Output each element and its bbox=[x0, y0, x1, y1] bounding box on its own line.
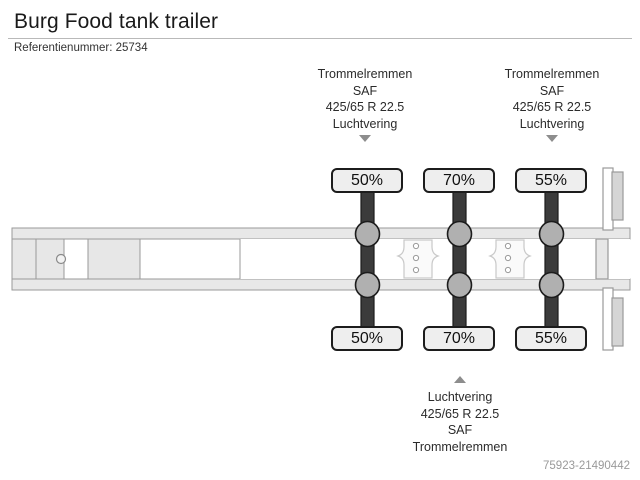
annotation-line: SAF bbox=[539, 83, 565, 98]
axle-load-badge-top-3[interactable]: 55% bbox=[515, 168, 587, 193]
axle-load-badge-bottom-3[interactable]: 55% bbox=[515, 326, 587, 351]
rear-cross-member bbox=[595, 238, 609, 280]
front-support-bracket bbox=[35, 238, 65, 280]
axle-load-badge-top-2[interactable]: 70% bbox=[423, 168, 495, 193]
reference-number: Referentienummer: 25734 bbox=[14, 42, 148, 54]
axle-annotation-bottom-1: Luchtvering 425/65 R 22.5 SAF Trommelrem… bbox=[400, 389, 520, 455]
wheel-upper bbox=[538, 220, 565, 248]
annotation-line: Luchtvering bbox=[427, 390, 493, 404]
annotation-line: 425/65 R 22.5 bbox=[325, 100, 405, 114]
wheel-upper bbox=[354, 220, 381, 248]
chassis-rail-bottom bbox=[11, 278, 631, 291]
front-end-plate bbox=[11, 238, 37, 280]
annotation-line: Luchtvering bbox=[519, 116, 585, 131]
wheel-lower bbox=[446, 271, 473, 299]
axle-annotation-top-1: Trommelremmen SAF 425/65 R 22.5 Luchtver… bbox=[305, 66, 425, 132]
annotation-line: Trommelremmen bbox=[504, 67, 600, 81]
axle-annotation-top-2: Trommelremmen SAF 425/65 R 22.5 Luchtver… bbox=[492, 66, 612, 132]
wheel-lower bbox=[538, 271, 565, 299]
axle-load-badge-top-1[interactable]: 50% bbox=[331, 168, 403, 193]
annotation-line: 425/65 R 22.5 bbox=[420, 406, 500, 421]
triangle-down-icon bbox=[546, 135, 558, 142]
axle-bar bbox=[544, 189, 559, 331]
page-title: Burg Food tank trailer bbox=[14, 10, 219, 33]
axle-bar bbox=[452, 189, 467, 331]
triangle-down-icon bbox=[359, 135, 371, 142]
annotation-line: SAF bbox=[352, 83, 378, 98]
chassis-rail-top bbox=[11, 227, 631, 240]
triangle-up-icon bbox=[454, 376, 466, 383]
suspension-bracket-1 bbox=[396, 239, 440, 279]
rear-assembly bbox=[595, 167, 624, 351]
watermark-id: 75923-21490442 bbox=[543, 460, 630, 472]
annotation-line: Luchtvering bbox=[332, 116, 398, 131]
annotation-line: Trommelremmen bbox=[317, 67, 413, 81]
axle-load-badge-bottom-2[interactable]: 70% bbox=[423, 326, 495, 351]
suspension-bracket-2 bbox=[488, 239, 532, 279]
annotation-line: 425/65 R 22.5 bbox=[512, 100, 592, 114]
header-divider bbox=[8, 38, 632, 39]
axle-load-badge-bottom-1[interactable]: 50% bbox=[331, 326, 403, 351]
annotation-line: Trommelremmen bbox=[412, 439, 508, 454]
axle-3 bbox=[538, 189, 565, 331]
axle-1 bbox=[354, 189, 381, 331]
kingpin-circle bbox=[55, 253, 67, 265]
wheel-upper bbox=[446, 220, 473, 248]
mudflap-lower bbox=[611, 297, 624, 347]
axle-2 bbox=[446, 189, 473, 331]
mudflap-upper bbox=[611, 171, 624, 221]
axle-bar bbox=[360, 189, 375, 331]
kingpin-pad bbox=[87, 238, 141, 280]
wheel-lower bbox=[354, 271, 381, 299]
annotation-line: SAF bbox=[447, 423, 473, 437]
